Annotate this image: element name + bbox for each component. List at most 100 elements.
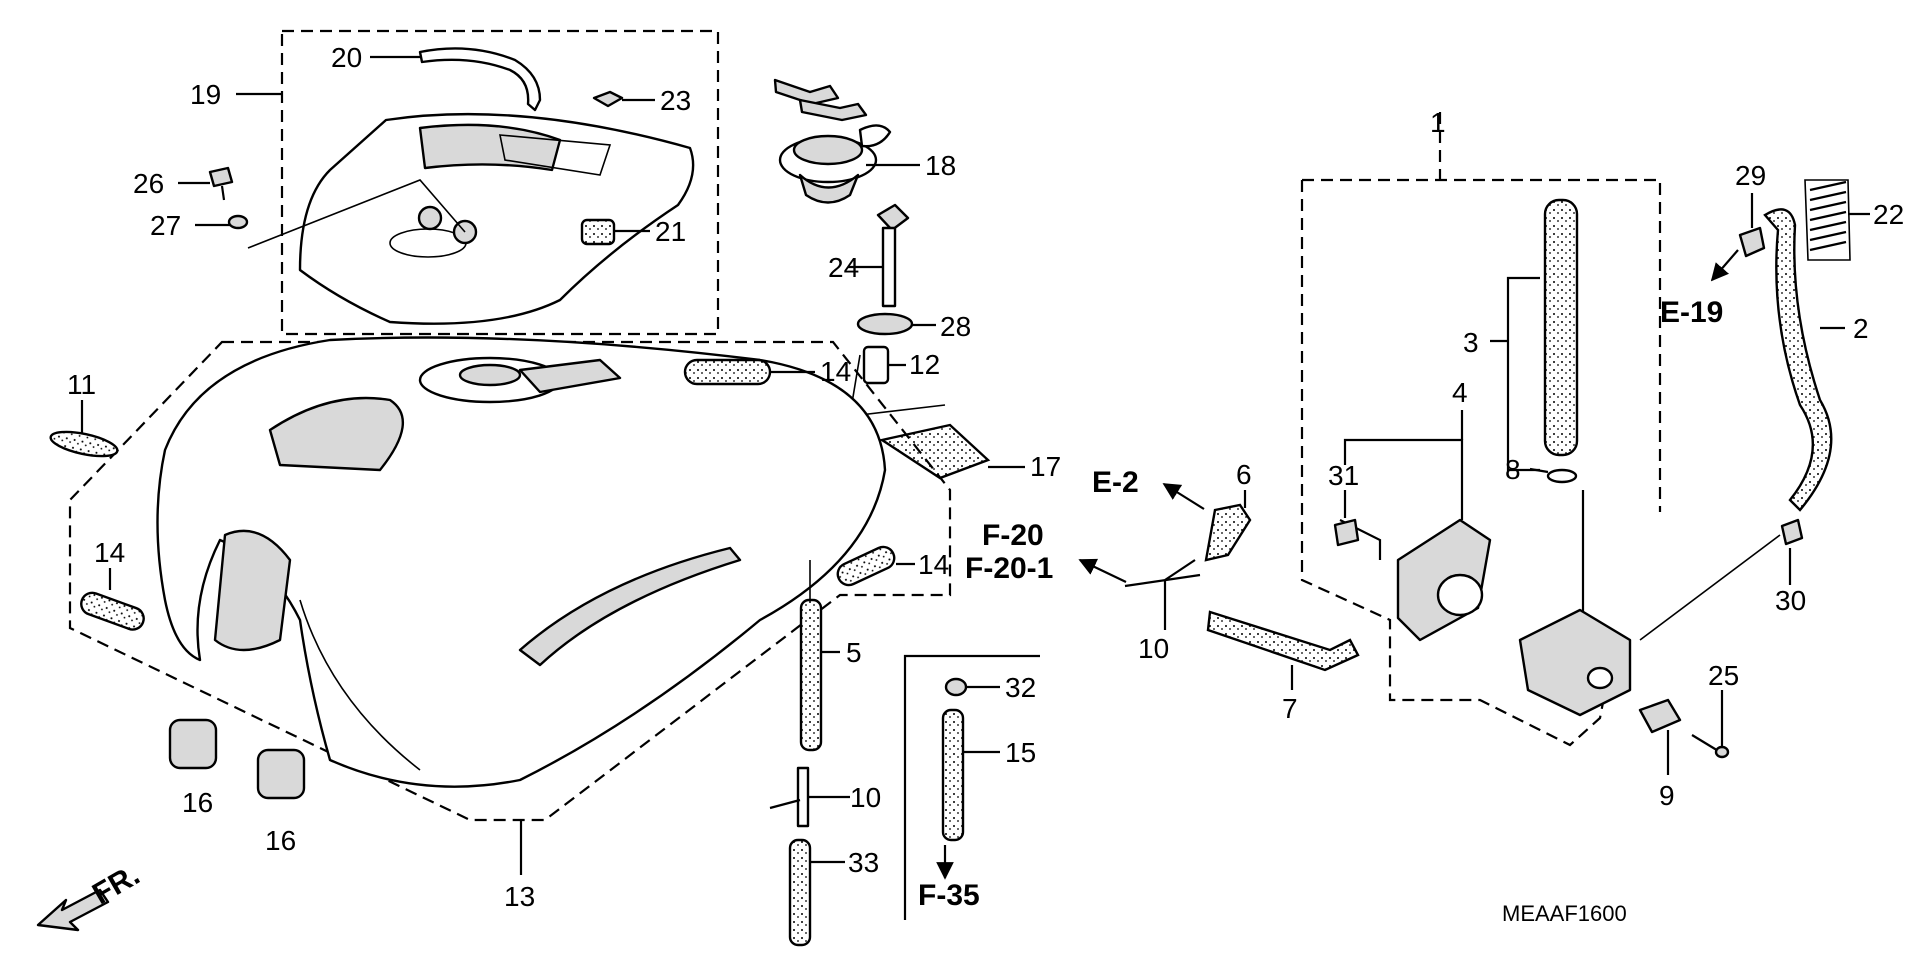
joint-10-branch (769, 798, 801, 810)
part-label-29: 29 (1735, 160, 1766, 191)
part-label-5: 5 (846, 637, 862, 668)
part-label-1: 1 (1430, 107, 1446, 138)
part-label-6: 6 (1236, 459, 1252, 490)
grip-strip-part (418, 47, 542, 112)
o-ring-8 (1546, 468, 1578, 484)
screw-25 (1691, 734, 1721, 753)
part-label-7: 7 (1282, 693, 1298, 724)
part-label-16a: 16 (182, 787, 213, 818)
fuel-filter-3 (1543, 198, 1579, 457)
part-label-30: 30 (1775, 585, 1806, 616)
hose-6 (1204, 503, 1252, 562)
cover-group (208, 29, 720, 336)
clip-29 (1738, 226, 1766, 258)
vent-connection-hoses (1078, 483, 1360, 672)
key-part (773, 78, 840, 106)
tank-filler-neck (458, 363, 522, 387)
diagram-code: MEAAF1600 (1502, 901, 1627, 926)
part-label-20: 20 (331, 42, 362, 73)
screw-31-head (1333, 518, 1360, 547)
part-label-12: 12 (909, 349, 940, 380)
ref-label-e19: E-19 (1660, 296, 1723, 329)
leader-lines (80, 55, 1870, 875)
screw-shaft (220, 185, 226, 201)
tank-cover-panel (298, 112, 695, 325)
fuel-cap-top (792, 134, 864, 166)
vent-hose-group (903, 654, 1040, 920)
joint-10-pipe (796, 766, 810, 828)
front-direction-indicator: FR. (36, 858, 145, 932)
spring-22-outline (1804, 179, 1851, 261)
part-label-14a: 14 (820, 356, 851, 387)
screw-part (208, 166, 234, 188)
tank-tunnel-left (213, 529, 292, 652)
collar-12 (862, 345, 890, 385)
ref-label-f35: F-35 (918, 879, 980, 912)
filter-bracket (1506, 276, 1540, 472)
fuel-tank-group (49, 336, 952, 822)
part-label-4: 4 (1452, 377, 1468, 408)
tank-bracket (518, 358, 622, 394)
hose-5 (799, 598, 823, 752)
part-label-21: 21 (655, 216, 686, 247)
key-part-2 (798, 98, 868, 122)
reference-labels: E-2 E-19 F-20 F-20-1 F-35 (918, 296, 1723, 912)
clip-32 (944, 677, 968, 697)
part-label-24: 24 (828, 252, 859, 283)
bolt-shaft (881, 226, 897, 308)
ref-label-f20-1: F-20-1 (965, 552, 1053, 585)
hose-33 (788, 838, 812, 947)
damper-rubber-part (580, 218, 616, 246)
part-label-8: 8 (1505, 454, 1521, 485)
washer-28 (856, 312, 914, 336)
part-label-32: 32 (1005, 672, 1036, 703)
part-label-9: 9 (1659, 780, 1675, 811)
part-label-28: 28 (940, 311, 971, 342)
tank-emblem (518, 546, 742, 667)
cover-group-box (280, 29, 720, 336)
part-label-18: 18 (925, 150, 956, 181)
cap-16-a (168, 718, 218, 770)
cover-grommet (417, 205, 443, 231)
washer-part (227, 214, 249, 230)
petcock-knob-boss (1586, 666, 1614, 690)
tank-edge-line (299, 599, 421, 771)
part-label-3: 3 (1463, 327, 1479, 358)
cover-panel-recess (418, 123, 562, 172)
arrow-f20 (1078, 558, 1127, 583)
cushion-14-top (683, 358, 772, 386)
joint-10-tee (1124, 559, 1201, 615)
part-label-13: 13 (504, 881, 535, 912)
part-label-23: 23 (660, 85, 691, 116)
ref-label-f20: F-20 (982, 519, 1044, 552)
cap-16-b (256, 748, 306, 800)
screw-leader (247, 179, 466, 249)
fuel-cap-group (773, 78, 892, 204)
part-label-14b: 14 (918, 549, 949, 580)
part-label-10b: 10 (850, 782, 881, 813)
cushion-14-left (80, 591, 145, 631)
arrow-e19 (1710, 249, 1739, 282)
cover-panel-recess-2 (499, 134, 612, 176)
fuel-valve-group (1300, 112, 1851, 759)
ref-label-e2: E-2 (1092, 466, 1139, 499)
part-label-19: 19 (190, 79, 221, 110)
arrow-e2 (1162, 483, 1205, 510)
part-label-17: 17 (1030, 451, 1061, 482)
part-label-15: 15 (1005, 737, 1036, 768)
leader-8 (1529, 467, 1549, 474)
part-label-2: 2 (1853, 313, 1869, 344)
clip-30-leader (1639, 534, 1781, 641)
fuel-cap-base (798, 173, 860, 204)
cushion-14-right (836, 545, 896, 587)
part-label-31: 31 (1328, 460, 1359, 491)
cushion-11 (49, 430, 119, 458)
front-arrow-icon (36, 888, 110, 932)
part-label-26: 26 (133, 168, 164, 199)
part-label-14c: 14 (94, 537, 125, 568)
screw-25-head (1714, 745, 1730, 759)
part-label-11: 11 (67, 369, 96, 400)
clip-30 (1780, 518, 1804, 546)
petcock-valve (1518, 608, 1632, 717)
